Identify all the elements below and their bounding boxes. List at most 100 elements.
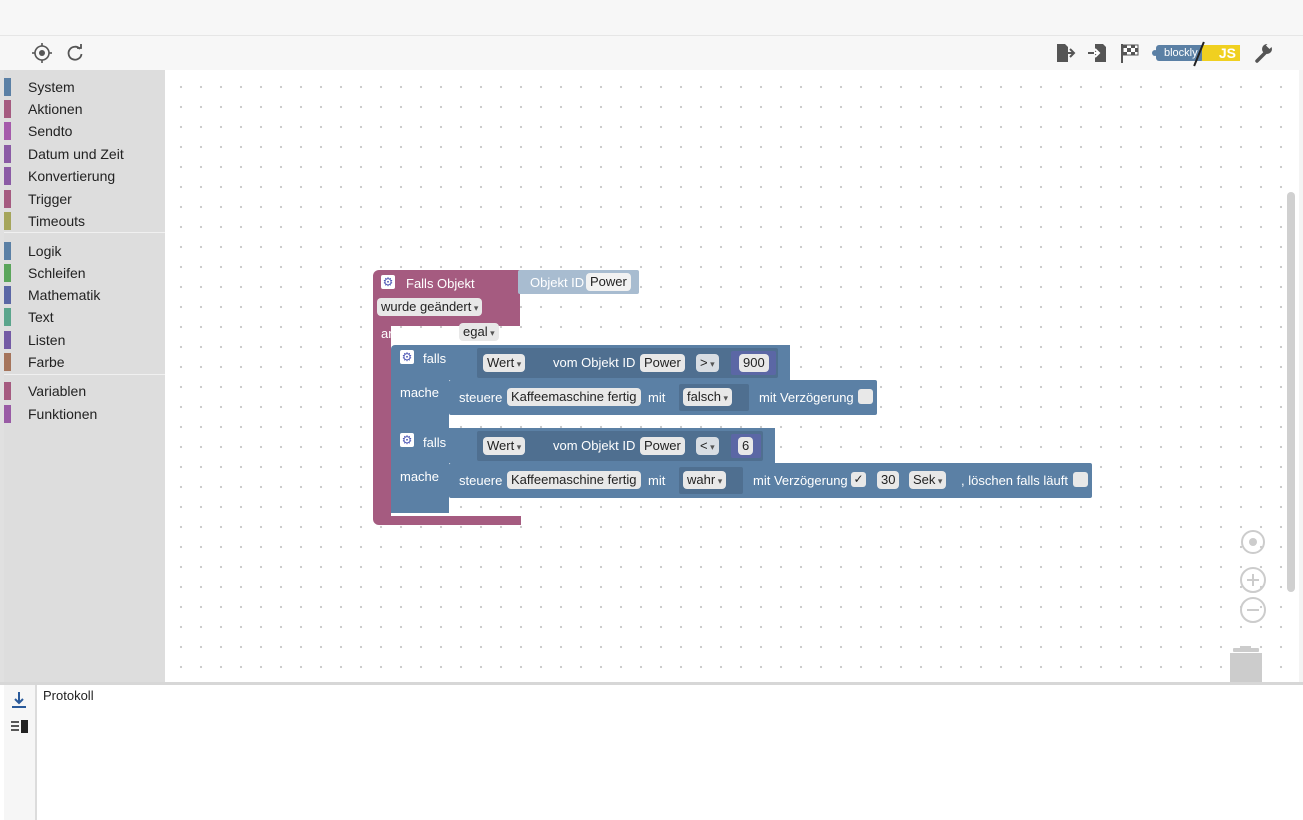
operator-dropdown[interactable]: < [696,437,719,455]
wert-dropdown[interactable]: Wert [483,437,526,455]
toolbox-separator [4,232,165,233]
category-text[interactable]: Text [4,306,165,326]
gear-icon[interactable]: ⚙ [400,350,414,364]
target-field[interactable]: Kaffeemaschine fertig [507,471,641,489]
wrench-icon[interactable] [1252,41,1274,64]
category-swatch [4,212,11,230]
category-aktionen[interactable]: Aktionen [4,98,165,118]
category-label: System [28,79,75,95]
steuere-label: steuere [459,390,503,405]
objekt-id-label: Objekt ID [530,275,585,290]
trigger-title: Falls Objekt [406,276,475,291]
blockly-js-toggle[interactable]: blockly JS [1152,41,1240,67]
log-title: Protokoll [43,688,94,703]
objekt-id-field[interactable]: Power [586,273,631,291]
steuere-label: steuere [459,473,503,488]
vom-objekt-label: vom Objekt ID [553,355,636,370]
wert-dropdown[interactable]: Wert [483,354,526,372]
category-label: Mathematik [28,287,101,303]
trash-icon[interactable] [1227,646,1265,682]
delay-checkbox[interactable]: ✓ [851,472,866,487]
objekt-id-block[interactable]: Objekt ID Power [518,270,639,294]
center-icon[interactable] [1239,528,1267,556]
delay-label: mit Verzögerung [753,473,848,488]
blockly-workspace[interactable]: ⚙ Falls Objekt Objekt ID Power wurde geä… [165,70,1299,682]
if-falls-label: falls [423,435,447,450]
category-sendto[interactable]: Sendto [4,120,165,140]
category-logik[interactable]: Logik [4,240,165,260]
category-swatch [4,382,11,400]
category-swatch [4,100,11,118]
bool-dropdown[interactable]: falsch [683,388,732,406]
category-label: Trigger [28,191,72,207]
steuere-block-2[interactable]: steuere Kaffeemaschine fertig mit wahr m… [449,463,1092,498]
export-icon[interactable] [1054,42,1076,64]
category-label: Konvertierung [28,168,116,184]
refresh-icon[interactable] [64,42,86,64]
category-swatch [4,167,11,185]
ack-dropdown[interactable]: egal [459,323,499,341]
compare-block-2[interactable]: Wert vom Objekt ID Power < 6 [477,431,763,461]
category-label: Timeouts [28,213,86,229]
category-listen[interactable]: Listen [4,329,165,349]
category-funktionen[interactable]: Funktionen [4,403,165,423]
blockly-label: blockly [1156,45,1204,61]
delay-number-field[interactable]: 30 [877,471,900,489]
category-label: Variablen [28,383,87,399]
trigger-block-footer [373,516,521,525]
gear-icon[interactable]: ⚙ [400,433,414,447]
category-swatch [4,190,11,208]
number-block[interactable]: 900 [731,351,776,375]
category-farbe[interactable]: Farbe [4,351,165,371]
crosshair-icon[interactable] [31,42,53,64]
objekt-field[interactable]: Power [640,354,685,372]
category-system[interactable]: System [4,76,165,96]
log-list-icon[interactable] [10,719,30,735]
number-field[interactable]: 900 [739,354,769,372]
operator-dropdown[interactable]: > [696,354,719,372]
number-field[interactable]: 6 [738,437,754,455]
changed-dropdown[interactable]: wurde geändert [377,298,483,316]
ack-label: anerkannt ist [381,326,456,341]
category-konvertierung[interactable]: Konvertierung [4,165,165,185]
vertical-scrollbar[interactable] [1287,192,1295,592]
flag-icon[interactable] [1119,42,1141,64]
objekt-field[interactable]: Power [640,437,685,455]
category-label: Text [28,309,54,325]
steuere-block-1[interactable]: steuere Kaffeemaschine fertig mit falsch… [449,380,877,415]
if-mache-label: mache [400,385,440,400]
category-mathematik[interactable]: Mathematik [4,284,165,304]
delay-checkbox[interactable] [858,389,873,404]
value-block[interactable]: wahr [679,467,743,494]
toolbar: blockly JS [0,36,1303,70]
scroll-down-icon[interactable] [10,690,28,710]
zoom-out-icon[interactable] [1239,596,1267,624]
unit-dropdown[interactable]: Sek [909,471,947,489]
log-panel [0,682,1303,820]
category-swatch [4,286,11,304]
js-label: JS [1202,45,1240,61]
zoom-in-icon[interactable] [1239,566,1267,594]
log-sidebar [4,685,37,820]
value-block[interactable]: falsch [679,384,749,411]
category-timeouts[interactable]: Timeouts [4,210,165,230]
category-schleifen[interactable]: Schleifen [4,262,165,282]
top-bar [0,0,1303,36]
import-icon[interactable] [1087,42,1109,64]
gear-icon[interactable]: ⚙ [381,275,395,289]
bool-dropdown[interactable]: wahr [683,471,727,489]
number-block[interactable]: 6 [731,434,761,458]
category-datum-und-zeit[interactable]: Datum und Zeit [4,143,165,163]
category-variablen[interactable]: Variablen [4,380,165,400]
delay-label: mit Verzögerung [759,390,854,405]
category-swatch [4,78,11,96]
compare-block-1[interactable]: Wert vom Objekt ID Power > 900 [477,348,778,378]
vom-objekt-label: vom Objekt ID [553,438,636,453]
category-swatch [4,145,11,163]
category-swatch [4,308,11,326]
category-label: Logik [28,243,62,259]
category-trigger[interactable]: Trigger [4,188,165,208]
clear-checkbox[interactable] [1073,472,1088,487]
trigger-block-spine [373,326,391,519]
target-field[interactable]: Kaffeemaschine fertig [507,388,641,406]
